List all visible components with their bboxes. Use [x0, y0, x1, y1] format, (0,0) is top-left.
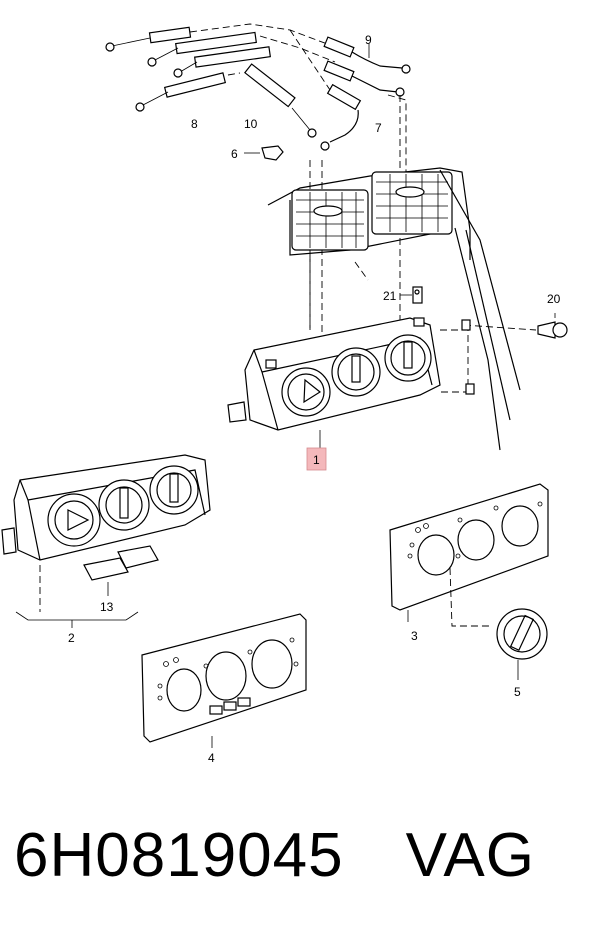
- rotary-knob: [496, 608, 548, 660]
- part-caption: 6H0819045 VAG: [14, 820, 594, 900]
- brand-name: VAG: [405, 821, 535, 890]
- dashboard-vents: [267, 167, 521, 451]
- heater-control-unit: [227, 317, 441, 431]
- callout-5: 5: [514, 685, 521, 699]
- callout-3: 3: [411, 629, 418, 643]
- part-number: 6H0819045: [14, 821, 344, 890]
- faceplate-four: [141, 613, 307, 743]
- callout-7: 7: [375, 121, 382, 135]
- screw-part: [463, 313, 568, 339]
- control-unit-assembly: [1, 454, 211, 561]
- callout-1-highlight: [306, 447, 327, 471]
- callout-6: 6: [231, 147, 238, 161]
- callout-8: 8: [191, 117, 198, 131]
- control-cables: [105, 23, 411, 151]
- knob-caps: [83, 545, 159, 581]
- callout-9: 9: [365, 33, 372, 47]
- clip-part: [244, 145, 284, 161]
- callout-1: 1: [313, 453, 320, 467]
- callout-21: 21: [383, 289, 397, 303]
- callout-20: 20: [547, 292, 561, 306]
- callout-4: 4: [208, 751, 215, 765]
- callout-2: 2: [68, 631, 75, 645]
- callout-10: 10: [244, 117, 258, 131]
- bracket-part: [400, 286, 423, 304]
- faceplate-three: [389, 483, 549, 611]
- callout-labels: 9 8 10 7 6 21 20 1 13 2 3 5 4: [68, 33, 561, 765]
- callout-13: 13: [100, 600, 114, 614]
